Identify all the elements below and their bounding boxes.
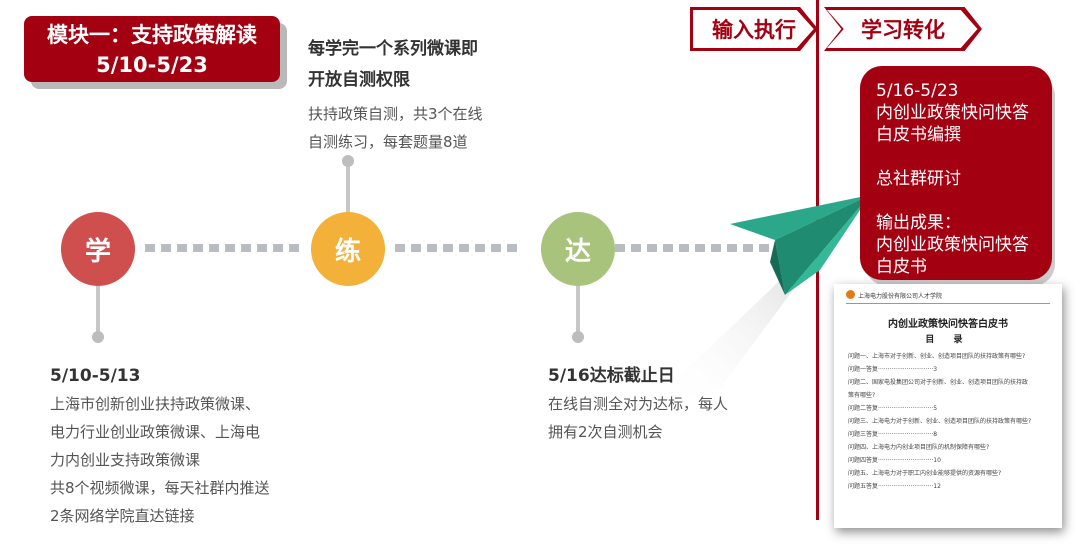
timeline-dash (257, 244, 267, 252)
module-title-text: 模块一：支持政策解读 (24, 20, 280, 50)
doc-toc-heading: 目 录 (834, 332, 1062, 345)
card-task-whitepaper: 内创业政策快问快答白皮书编撰 (876, 102, 1040, 146)
timeline-dash (225, 244, 235, 252)
doc-toc-line: 问题三答复·····························8 (848, 428, 1050, 441)
org-logo-icon (846, 290, 855, 299)
stem-practice-knob (342, 155, 354, 167)
practice-body-2: 自测练习，每套题量8道 (308, 128, 568, 156)
timeline-dash (507, 244, 517, 252)
stem-learn-knob (92, 331, 104, 343)
learn-line: 力内创业支持政策微课 (50, 446, 320, 474)
timeline-dash (459, 244, 469, 252)
learn-line: 上海市创新创业扶持政策微课、 (50, 390, 320, 418)
doc-toc-line: 策有哪些? (848, 389, 1050, 402)
timeline-dash (177, 244, 187, 252)
phase-transform-chevron: 学习转化 (824, 7, 982, 51)
practice-heading-2: 开放自测权限 (308, 65, 568, 96)
stem-learn (96, 286, 100, 334)
practice-heading-1: 每学完一个系列微课即 (308, 34, 568, 65)
learn-line: 2条网络学院直达链接 (50, 502, 320, 530)
timeline-dash (427, 244, 437, 252)
phase-input-chevron: 输入执行 (690, 7, 818, 51)
timeline-dash (411, 244, 421, 252)
doc-header-rule (846, 303, 1050, 304)
card-dates: 5/16-5/23 (876, 80, 1040, 102)
module-date-range: 5/10-5/23 (24, 50, 280, 80)
step-practice-char: 练 (335, 231, 361, 268)
step-learn-char: 学 (85, 231, 111, 268)
doc-toc-line: 问题一、上海市对于创新、创业、创造项目团队的扶持政策有哪些? (848, 350, 1050, 363)
module-title: 模块一：支持政策解读 5/10-5/23 (24, 16, 280, 82)
timeline-dash (241, 244, 251, 252)
doc-toc-line: 问题五、上海电力对于职工内创业能够提供的资源有哪些? (848, 467, 1050, 480)
doc-toc-line: 问题一答复·····························3 (848, 363, 1050, 376)
doc-org-name: 上海电力股份有限公司人才学院 (858, 291, 942, 300)
doc-toc-line: 问题三、上海电力对于创新、创业、创造项目团队的扶持政策有哪些? (848, 415, 1050, 428)
stem-reach-knob (572, 331, 584, 343)
step-learn-circle: 学 (61, 212, 135, 286)
phase-input-label: 输入执行 (712, 14, 796, 44)
doc-toc-list: 问题一、上海市对于创新、创业、创造项目团队的扶持政策有哪些? 问题一答复····… (848, 350, 1050, 493)
whitepaper-document: 上海电力股份有限公司人才学院 内创业政策快问快答白皮书 目 录 问题一、上海市对… (834, 284, 1062, 528)
learn-line: 电力行业创业政策微课、上海电 (50, 418, 320, 446)
timeline-dash (475, 244, 485, 252)
doc-title: 内创业政策快问快答白皮书 (834, 315, 1062, 330)
learn-line: 共8个视频微课，每天社群内推送 (50, 474, 320, 502)
timeline-dash (289, 244, 299, 252)
timeline-dash (443, 244, 453, 252)
stem-reach (576, 286, 580, 334)
timeline-dash (273, 244, 283, 252)
timeline-dash (193, 244, 203, 252)
practice-body-1: 扶持政策自测，共3个在线 (308, 100, 568, 128)
output-card: 5/16-5/23 内创业政策快问快答白皮书编撰 总社群研讨 输出成果： 内创业… (860, 66, 1052, 280)
phase-transform-label: 学习转化 (861, 14, 945, 44)
timeline-dash (209, 244, 219, 252)
learn-note: 5/10-5/13 上海市创新创业扶持政策微课、 电力行业创业政策微课、上海电 … (50, 362, 320, 530)
doc-toc-line: 问题二答复·····························5 (848, 402, 1050, 415)
card-task-discussion: 总社群研讨 (876, 168, 1040, 190)
card-output-value: 内创业政策快问快答白皮书 (876, 234, 1040, 278)
card-output-label: 输出成果： (876, 212, 1040, 234)
doc-toc-line: 问题四、上海电力内创业项目团队的机制保障有哪些? (848, 441, 1050, 454)
reach-line: 拥有2次自测机会 (548, 418, 798, 446)
timeline-dash (491, 244, 501, 252)
doc-toc-line: 问题二、国家电投集团公司对于创新、创业、创造项目团队的扶持政 (848, 376, 1050, 389)
timeline-dash (395, 244, 405, 252)
doc-toc-line: 问题四答复·····························10 (848, 454, 1050, 467)
practice-note: 每学完一个系列微课即 开放自测权限 扶持政策自测，共3个在线 自测练习，每套题量… (308, 34, 568, 156)
learn-heading: 5/10-5/13 (50, 362, 320, 390)
step-reach-char: 达 (565, 231, 591, 268)
timeline-dash (145, 244, 155, 252)
stem-practice (346, 160, 350, 214)
step-practice-circle: 练 (311, 212, 385, 286)
step-reach-circle: 达 (541, 212, 615, 286)
doc-toc-line: 问题五答复·····························12 (848, 480, 1050, 493)
timeline-dash (161, 244, 171, 252)
